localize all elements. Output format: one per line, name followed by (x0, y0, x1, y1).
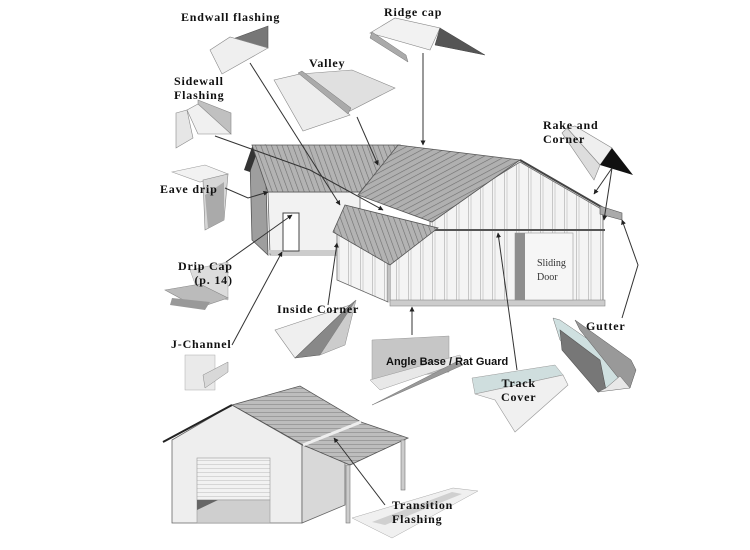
leader-endwall-flashing (249, 62, 341, 206)
leader-transition-flashing (333, 437, 386, 506)
sliding-door-track (515, 233, 525, 300)
label-rake-and-corner: Rake and Corner (543, 118, 598, 146)
label-eave-drip: Eave drip (160, 182, 218, 196)
label-endwall-flashing: Endwall flashing (181, 10, 281, 24)
label-track-line1: Track (501, 376, 536, 390)
track-cover-part (471, 364, 569, 433)
label-valley: Valley (309, 56, 346, 70)
label-sidewall-line1: Sidewall (174, 74, 224, 88)
carport-post-front (345, 464, 351, 524)
label-gutter: Gutter (586, 319, 626, 333)
gutter-part (552, 317, 637, 393)
leader-lines (214, 53, 639, 506)
leader-drip-cap (225, 214, 293, 263)
sidewall-flashing-part (175, 99, 232, 149)
leader-eave-drip (224, 187, 269, 199)
valley-part (273, 69, 396, 132)
label-sidewall-line2: Flashing (174, 88, 225, 102)
label-inside-corner: Inside Corner (277, 302, 360, 316)
label-sliding-line2: Door (537, 272, 558, 283)
leader-inside-corner (327, 242, 339, 306)
transition-seam (302, 420, 362, 447)
label-rake-line1: Rake and (543, 118, 599, 132)
label-track-line2: Cover (501, 390, 537, 404)
label-transition-line2: Flashing (392, 512, 443, 526)
label-transition-line1: Transition (392, 498, 454, 512)
drip-cap-part (164, 261, 229, 310)
garage-rake (162, 404, 233, 443)
label-ridge-cap: Ridge cap (384, 5, 443, 19)
carport-post-back (400, 439, 406, 491)
rake-corner-part (561, 125, 633, 181)
label-sidewall-flashing: Sidewall Flashing (174, 74, 224, 102)
endwall-flashing-part (209, 25, 269, 75)
ridge-cap-part (369, 17, 486, 63)
leanto-roof (332, 204, 439, 266)
leader-rake-1 (593, 167, 613, 195)
roll-up-door-opening (196, 499, 271, 524)
label-drip-cap: Drip Cap (p. 14) (178, 259, 233, 287)
main-rake-edge (519, 159, 613, 214)
man-door (282, 212, 300, 252)
label-angle-base: Angle Base / Rat Guard (386, 356, 509, 368)
label-sliding-line1: Sliding (537, 258, 566, 269)
leader-j-channel (231, 251, 283, 346)
label-transition-flashing: Transition Flashing (392, 498, 453, 526)
leader-gutter (621, 219, 639, 319)
label-track-cover: Track Cover (501, 376, 536, 404)
angle-base-part (369, 335, 464, 406)
main-building (244, 144, 623, 307)
door-shadow (197, 500, 218, 510)
leader-sidewall-flashing (214, 135, 384, 211)
front-base (389, 299, 606, 307)
eave-drip-part (170, 164, 229, 231)
roll-up-door (196, 457, 271, 501)
label-sliding-door: Sliding Door (537, 257, 566, 285)
garage-building (162, 385, 410, 524)
j-channel-part (184, 354, 229, 391)
leader-rake-2 (602, 167, 613, 221)
label-j-channel: J-Channel (171, 337, 232, 351)
label-drip-cap-line2: (p. 14) (194, 273, 233, 287)
transition-flashing-part (351, 487, 479, 539)
label-rake-line2: Corner (543, 132, 586, 146)
label-drip-cap-line1: Drip Cap (178, 259, 233, 273)
main-roof (357, 144, 522, 223)
leader-valley (356, 116, 379, 166)
leader-track-cover (496, 232, 518, 371)
inside-corner-part (274, 299, 357, 359)
